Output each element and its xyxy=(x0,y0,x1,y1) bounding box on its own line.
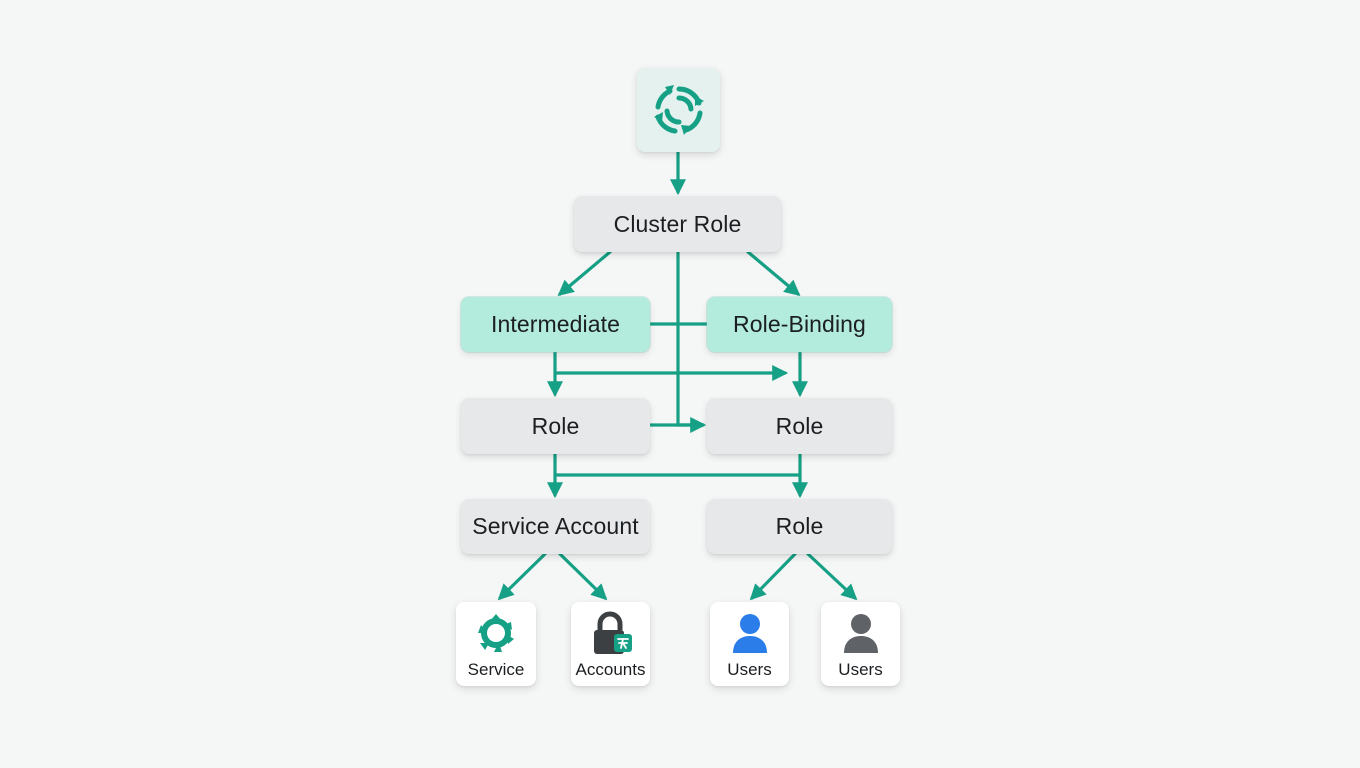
intermediate-label: Intermediate xyxy=(490,311,621,337)
accounts-label: Accounts xyxy=(575,660,646,679)
role-binding-node[interactable]: Role-Binding xyxy=(707,297,892,352)
users-gray-label: Users xyxy=(838,660,883,679)
edge-role-bottom-users-right xyxy=(806,552,858,601)
users-gray-tile[interactable]: Users xyxy=(821,602,900,686)
role-right-label: Role xyxy=(775,412,824,439)
role-bottom-node[interactable]: Role xyxy=(707,499,892,554)
service-account-label: Service Account xyxy=(472,513,639,539)
users-blue-tile[interactable]: Users xyxy=(710,602,789,686)
lock-icon xyxy=(593,611,632,654)
user-blue-icon xyxy=(732,614,767,653)
role-left-label: Role xyxy=(531,412,580,439)
edge-cluster-role-trunk xyxy=(676,250,707,433)
gear-cycle-icon xyxy=(478,614,514,652)
service-tile[interactable]: Service xyxy=(456,602,536,686)
service-account-node[interactable]: Service Account xyxy=(461,499,650,554)
edge-cluster-role-intermediate xyxy=(557,250,612,297)
root-tile xyxy=(637,68,720,152)
role-right-node[interactable]: Role xyxy=(707,398,892,454)
role-bottom-label: Role xyxy=(775,513,824,539)
role-left-node[interactable]: Role xyxy=(461,398,650,454)
sync-cycle-icon xyxy=(653,85,704,135)
cluster-role-node[interactable]: Cluster Role xyxy=(574,196,781,252)
cluster-role-label: Cluster Role xyxy=(613,210,742,237)
intermediate-node[interactable]: Intermediate xyxy=(461,297,650,352)
edge-service-account-accounts xyxy=(558,552,608,601)
service-label: Service xyxy=(467,660,525,679)
role-binding-label: Role-Binding xyxy=(733,311,866,337)
edge-role-bottom-users-left xyxy=(749,552,797,601)
accounts-tile[interactable]: Accounts xyxy=(571,602,650,686)
edge-service-account-service xyxy=(497,552,547,601)
edge-cluster-role-role-binding xyxy=(746,250,801,297)
user-gray-icon xyxy=(843,614,878,653)
users-blue-label: Users xyxy=(727,660,772,679)
